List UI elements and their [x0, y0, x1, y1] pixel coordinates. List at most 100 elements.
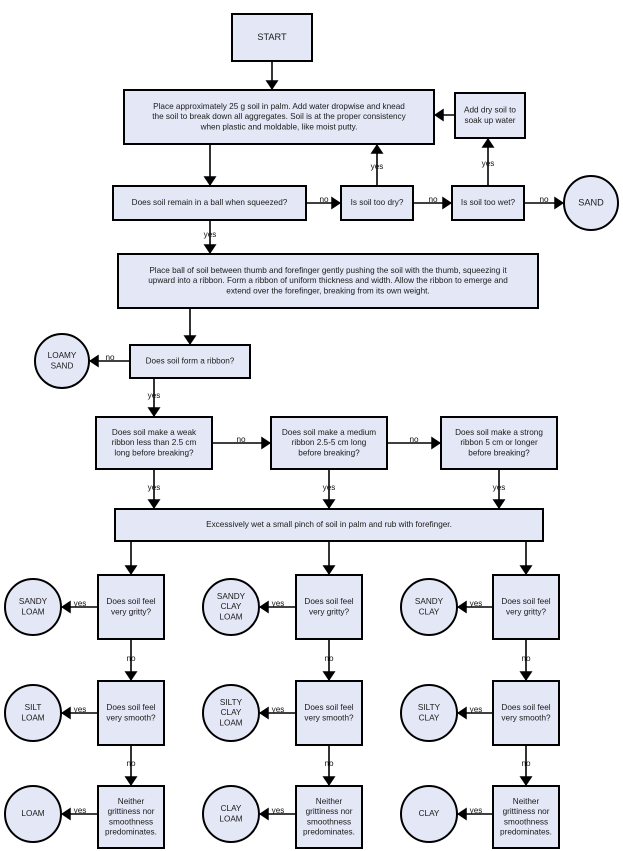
node-sand[interactable]: SAND [563, 175, 619, 231]
edge-e-medium-strong: no [387, 435, 441, 450]
node-loam[interactable]: LOAM [4, 785, 62, 843]
node-label-line: very smooth? [106, 713, 156, 722]
node-ball-squeezed[interactable]: Does soil remain in a ball when squeezed… [112, 185, 307, 221]
node-label-line: Neither [513, 797, 540, 806]
edge-e-forms-weak: yes [147, 378, 161, 417]
arrowhead-icon [492, 499, 506, 509]
terminal-shape [34, 333, 90, 389]
node-label-line: Does soil feel [304, 597, 353, 606]
edge-label-no: no [409, 435, 419, 444]
arrowhead-icon [442, 196, 452, 210]
node-label-line: Excessively wet a small pinch of soil in… [206, 520, 452, 529]
arrowhead-icon [124, 565, 138, 575]
node-label-line: very gritty? [506, 607, 546, 616]
edge-e-smoothright-neitherright: no [519, 745, 533, 786]
node-label-line: grittiness nor [503, 807, 550, 816]
arrowhead-icon [203, 176, 217, 186]
arrowhead-icon [434, 108, 444, 122]
node-label-line: LOAM [21, 809, 44, 818]
edge-e-smoothleft-neitherleft: no [124, 745, 138, 786]
node-label-line: Neither [118, 797, 145, 806]
edge-label-yes: yes [470, 705, 483, 714]
edge-e-smoothleft-siltloam: yes [61, 705, 98, 720]
arrowhead-icon [183, 335, 197, 345]
arrowhead-icon [124, 776, 138, 786]
edge-e-neithermid-clayloam: yes [259, 806, 296, 821]
process-shape [114, 508, 544, 542]
edge-e-wet-adddry: yes [481, 138, 495, 186]
edge-e-grittyleft-smoothleft: no [124, 639, 138, 681]
node-excessively-wet[interactable]: Excessively wet a small pinch of soil in… [114, 508, 544, 542]
process-shape [454, 92, 526, 139]
terminal-shape [202, 684, 260, 742]
edge-label-no: no [126, 759, 136, 768]
edge-e-smoothmid-siltyclayloam: yes [259, 705, 296, 720]
arrowhead-icon [61, 600, 71, 614]
node-label-line: the soil to break down all aggregates. S… [152, 112, 406, 121]
node-label-line: smoothness [109, 817, 153, 826]
edge-label-yes: yes [148, 391, 161, 400]
edge-e-ball-dry: no [306, 195, 341, 210]
node-label-line: Does soil feel [304, 703, 353, 712]
node-too-dry[interactable]: Is soil too dry? [340, 185, 414, 221]
node-label-line: CLAY [419, 607, 440, 616]
node-label-line: before breaking? [468, 448, 530, 457]
node-knead[interactable]: Place approximately 25 g soil in palm. A… [123, 89, 435, 145]
node-clay[interactable]: CLAY [400, 785, 458, 843]
node-label-line: predominates. [105, 827, 157, 836]
node-label-line: Does soil feel [106, 703, 155, 712]
decision-shape [270, 416, 388, 470]
edge-label-no: no [324, 759, 334, 768]
edge-e-adddry-knead [434, 108, 455, 122]
terminal-shape [202, 785, 260, 843]
node-label-line: extend over the forefinger, breaking fro… [226, 286, 429, 295]
node-label-line: smoothness [504, 817, 548, 826]
decision-shape [440, 416, 558, 470]
arrowhead-icon [124, 671, 138, 681]
node-label-line: SANDY [217, 592, 246, 601]
arrowhead-icon [431, 436, 441, 450]
arrowhead-icon [89, 354, 99, 368]
node-start[interactable]: START [231, 13, 313, 62]
edge-label-no: no [324, 654, 334, 663]
terminal-shape [4, 578, 62, 636]
arrowhead-icon [322, 671, 336, 681]
arrowhead-icon [322, 565, 336, 575]
edge-label-yes: yes [204, 230, 217, 239]
node-label-line: Neither [316, 797, 343, 806]
edge-e-smoothright-siltyclay: yes [457, 705, 493, 720]
edge-e-knead-ball [203, 144, 217, 186]
node-ribbon-instruction[interactable]: Place ball of soil between thumb and for… [117, 253, 539, 309]
edge-label-yes: yes [470, 806, 483, 815]
node-too-wet[interactable]: Is soil too wet? [451, 185, 525, 221]
edge-e-smoothmid-neithermid: no [322, 745, 336, 786]
decision-shape [112, 185, 307, 221]
node-forms-ribbon[interactable]: Does soil form a ribbon? [129, 344, 251, 379]
process-shape [231, 13, 313, 62]
node-label-line: Does soil remain in a ball when squeezed… [132, 198, 288, 207]
decision-shape [95, 416, 213, 470]
terminal-shape [400, 684, 458, 742]
node-label-line: START [257, 32, 287, 42]
